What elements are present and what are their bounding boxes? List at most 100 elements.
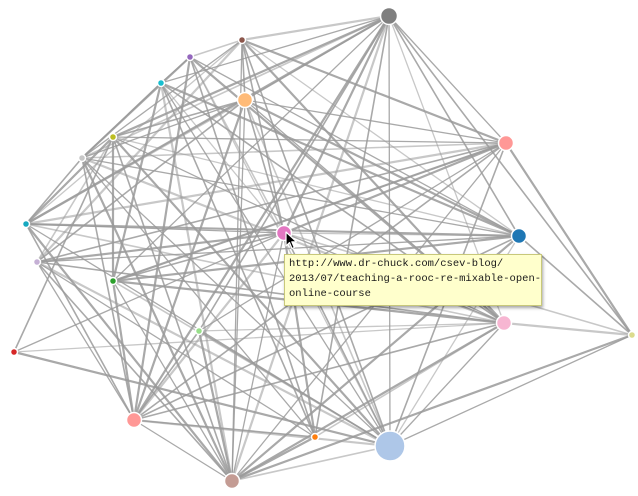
graph-edge [112,232,285,282]
tooltip-line-1: http://www.dr-chuck.com/csev-blog/ [289,258,504,270]
graph-edge [231,142,507,482]
graph-node[interactable] [156,78,166,88]
graph-edge [81,157,520,237]
graph-edge [80,156,234,483]
graph-edge [518,235,633,336]
graph-edge [132,55,192,422]
graph-edge [282,141,508,235]
graph-edge [198,142,507,332]
graph-edge [112,136,520,237]
graph-edge [36,261,233,482]
graph-edge [81,157,316,438]
graph-edge [81,15,390,159]
graph-edge [197,329,234,483]
graph-edge [112,280,233,482]
graph-edge [81,157,135,421]
graph-node[interactable] [374,430,406,462]
nodes-layer [9,6,637,490]
graph-edge [389,322,505,447]
graph-edge [25,157,83,225]
arrow-cursor-icon [285,231,298,250]
graph-node[interactable] [310,432,320,442]
graph-edge [12,350,392,448]
graph-edge [112,136,233,482]
graph-node[interactable] [236,91,254,109]
node-tooltip: http://www.dr-chuck.com/csev-blog/ 2013/… [284,254,542,306]
graph-edge [111,141,508,283]
graph-edge [283,232,520,237]
graph-node[interactable] [108,132,118,142]
graph-edge [231,445,391,482]
graph-edge [132,14,391,422]
graph-edge [314,15,390,438]
graph-edge [159,81,234,483]
graph-node[interactable] [497,134,515,152]
graph-edge [13,136,114,353]
graph-edge [231,232,285,482]
graph-edge [24,222,521,238]
graph-edge [35,260,392,448]
graph-edge [36,99,246,263]
graph-node[interactable] [495,314,513,332]
graph-edge [36,235,520,263]
graph-edge [13,232,285,353]
graph-edge [230,435,317,483]
graph-edge [388,15,507,144]
graph-edge [81,99,246,159]
graph-edge [240,14,391,42]
graph-edge [240,38,508,145]
graph-node[interactable] [185,52,195,62]
graph-node[interactable] [77,153,87,163]
graph-node[interactable] [237,35,247,45]
graph-edge [24,222,234,483]
graph-node[interactable] [627,330,637,340]
graph-edge [112,136,507,144]
graph-edge [243,98,521,238]
graph-edge [189,56,520,237]
graph-edge [388,15,520,237]
graph-node[interactable] [125,411,143,429]
tooltip-line-3: online-course [289,288,371,300]
graph-edge [502,321,634,337]
graph-edge [504,141,634,337]
graph-edge [389,334,633,447]
graph-edge [25,39,243,225]
graph-node[interactable] [194,326,204,336]
graph-edge [198,330,391,447]
graph-edge [36,261,135,421]
graph-edge [81,82,162,159]
graph-edge [388,15,633,336]
edges-layer [12,14,634,483]
graph-edge [388,15,391,447]
graph-edge [81,39,243,159]
graph-node[interactable] [32,257,42,267]
graph-edge [24,141,508,226]
graph-edge [198,322,505,332]
graph-edge [314,322,505,438]
graph-edge [111,14,391,139]
graph-node[interactable] [21,219,31,229]
graph-edge [36,261,316,438]
graph-edge [189,56,391,447]
tooltip-line-2: 2013/07/teaching-a-rooc-re-mixable-open- [289,273,542,285]
graph-node[interactable] [223,472,241,490]
graph-edge [133,330,200,421]
graph-edge [13,322,505,353]
graph-edge [112,15,390,282]
graph-node[interactable] [9,347,19,357]
graph-node[interactable] [379,6,399,26]
graph-edge [133,322,505,421]
graph-edge [241,39,246,101]
graph-edge [241,39,520,237]
graph-edge [189,39,243,58]
graph-edge [81,142,507,159]
graph-edge [230,333,634,483]
graph-edge [198,15,390,332]
graph-edge [133,419,233,482]
graph-edge [35,231,286,264]
graph-node[interactable] [510,227,528,245]
graph-edge [111,279,136,422]
graph-edge [244,99,507,144]
graph-edge [160,82,316,438]
graph-node[interactable] [108,276,118,286]
